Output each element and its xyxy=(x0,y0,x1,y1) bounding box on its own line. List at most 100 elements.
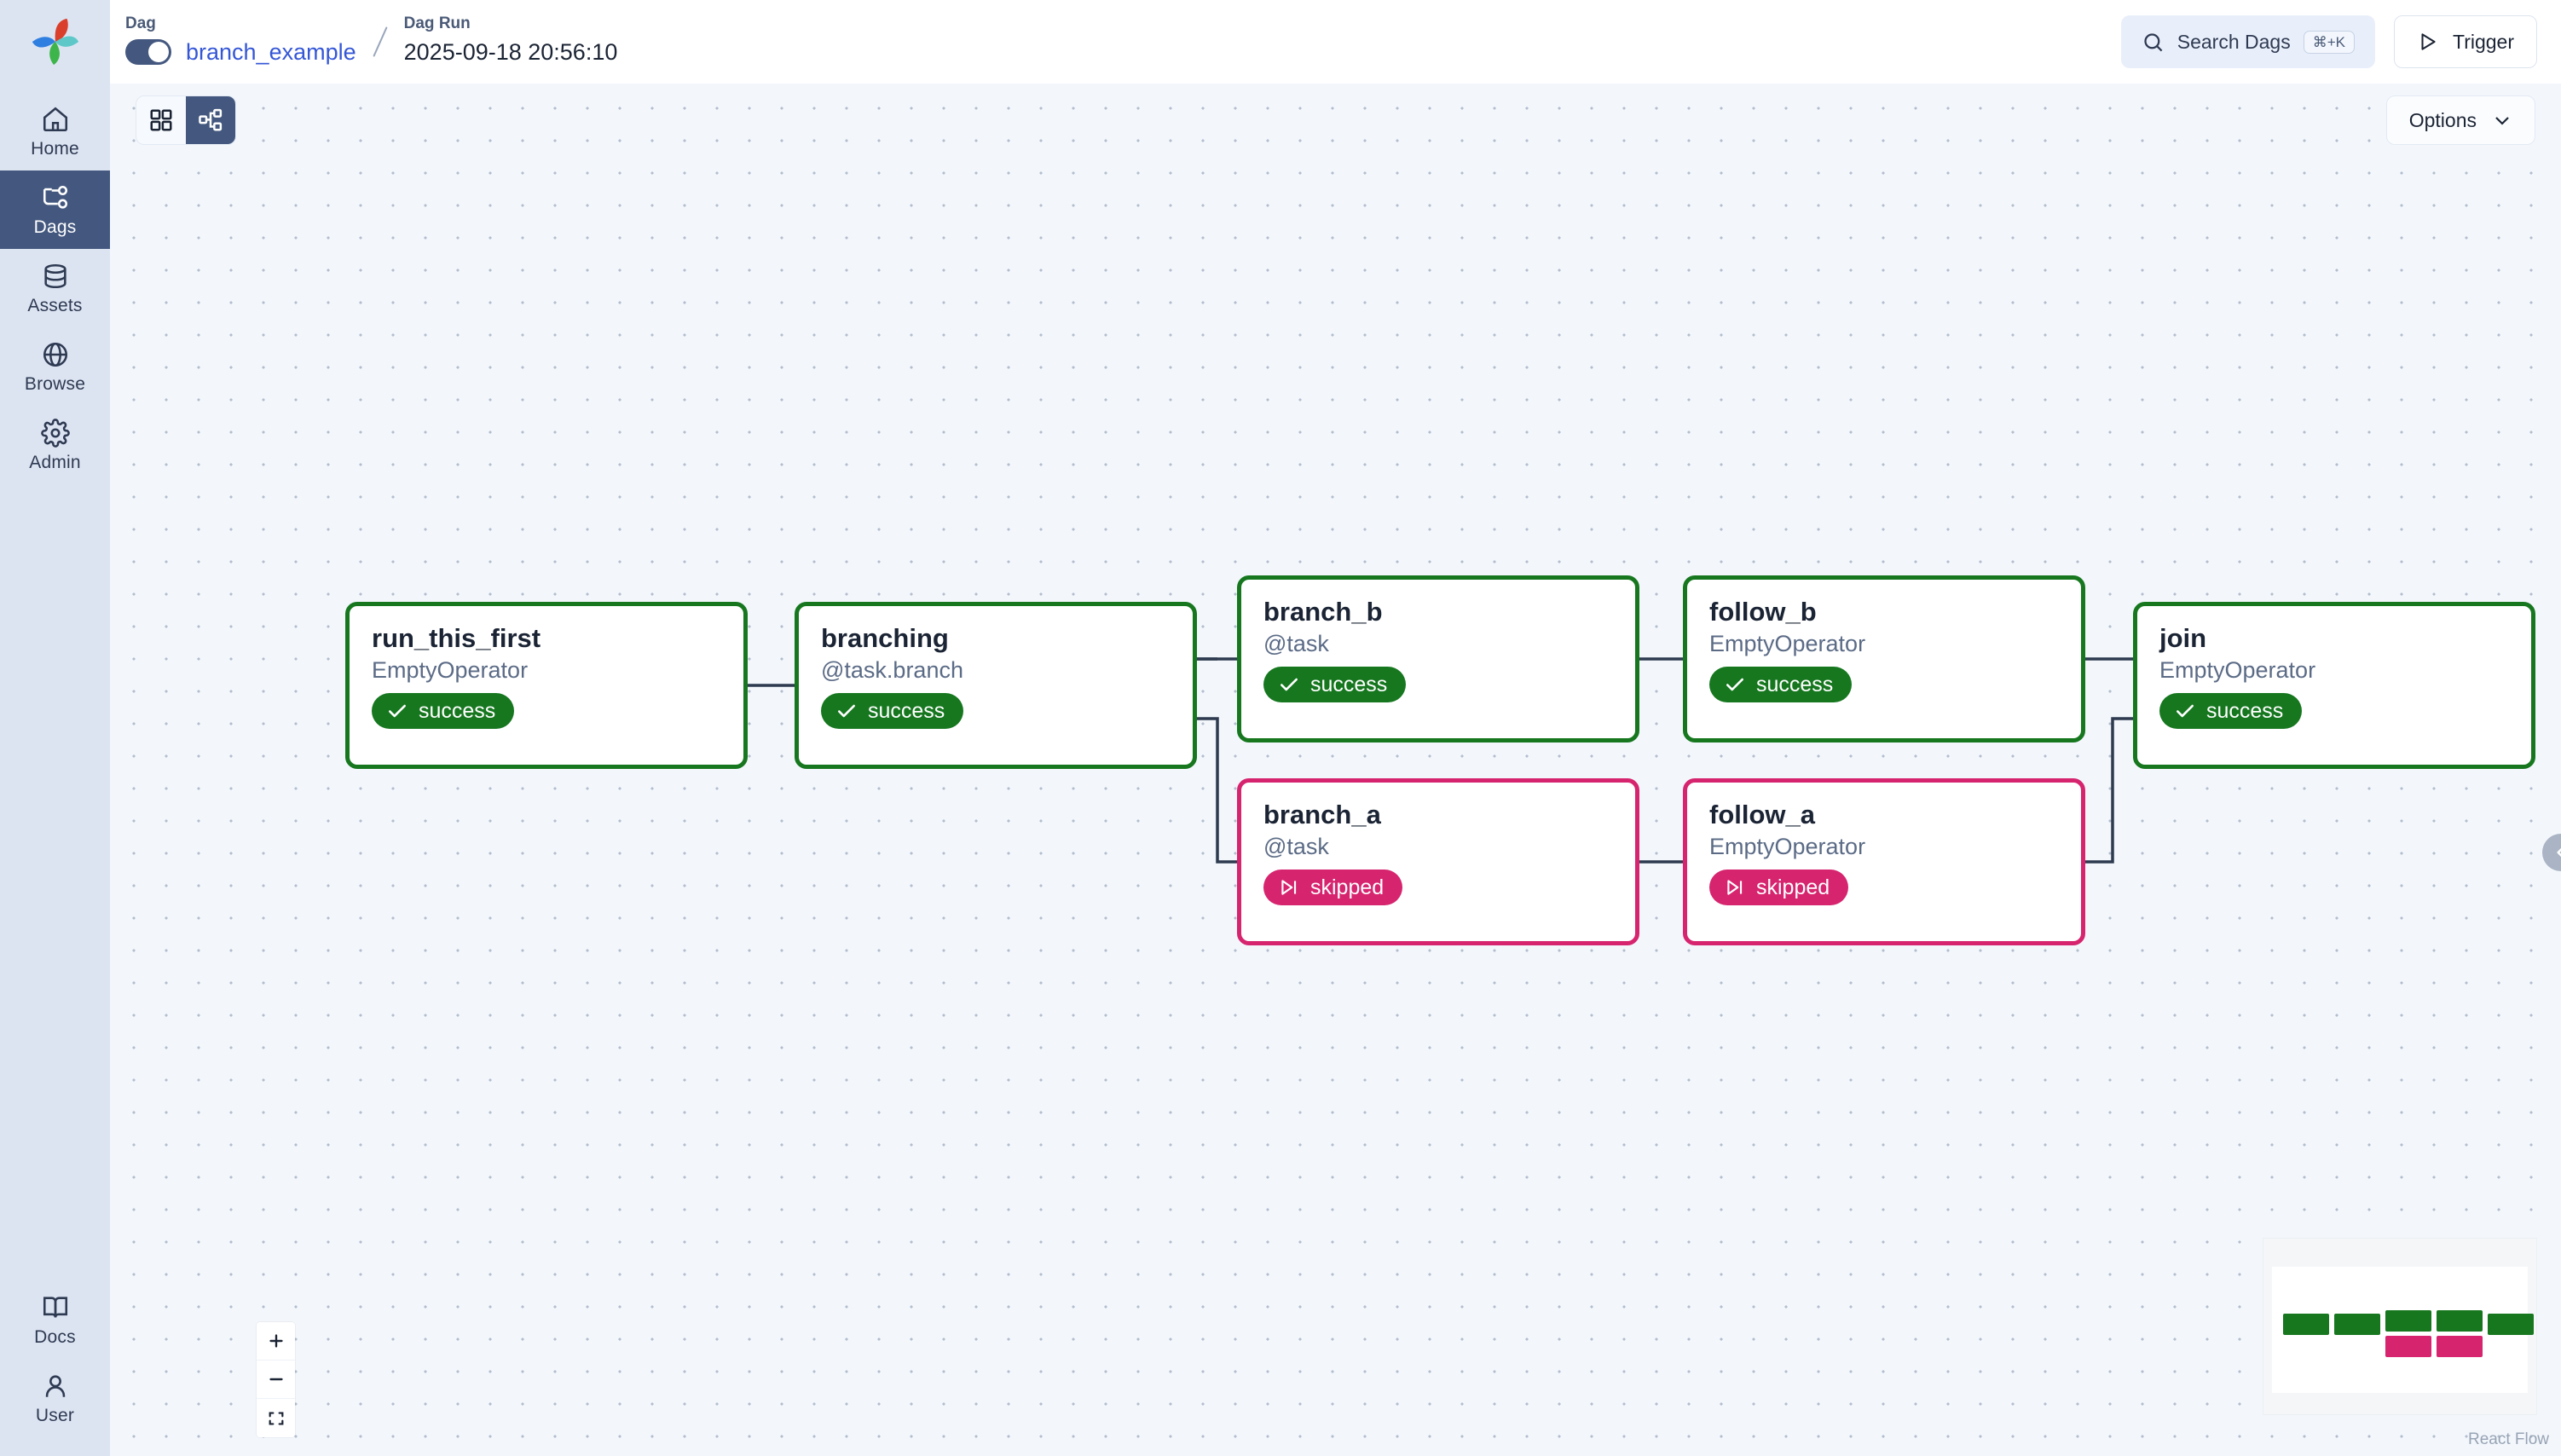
dag-icon xyxy=(43,185,67,209)
node-title: follow_b xyxy=(1709,597,1817,627)
sidebar: Home Dags Assets Browse xyxy=(0,0,110,1456)
sidebar-item-browse-label: Browse xyxy=(24,374,86,394)
check-icon xyxy=(1726,678,1743,691)
graph-minimap[interactable] xyxy=(2263,1238,2537,1415)
user-icon xyxy=(45,1375,65,1397)
sidebar-item-admin-label: Admin xyxy=(29,453,81,472)
edge-branching-branch_a xyxy=(1197,717,1237,864)
node-operator: EmptyOperator xyxy=(1709,630,1866,656)
gear-icon xyxy=(40,419,70,448)
check-icon xyxy=(2177,704,2194,718)
dag-pause-toggle[interactable] xyxy=(125,39,171,65)
sidebar-item-user[interactable]: User xyxy=(0,1359,110,1437)
node-title: follow_a xyxy=(1709,800,1816,829)
graph-node-branch_b[interactable]: branch_b @task success xyxy=(1237,575,1639,742)
status-badge: success xyxy=(372,693,515,730)
page-header: Dag branch_example Dag Run 2025-09-18 20… xyxy=(110,0,2561,84)
status-badge: success xyxy=(1709,667,1853,703)
grid-view-icon xyxy=(150,109,172,131)
database-icon xyxy=(43,263,66,289)
dagrun-timestamp: 2025-09-18 20:56:10 xyxy=(403,38,618,65)
play-icon xyxy=(2421,33,2436,50)
check-icon xyxy=(838,704,855,718)
chevron-left-icon xyxy=(2557,847,2561,858)
dag-name-link[interactable]: branch_example xyxy=(186,38,356,65)
minimap-node xyxy=(2437,1310,2483,1332)
minimap-node xyxy=(2488,1314,2534,1335)
node-operator: @task xyxy=(1263,630,1329,656)
react-flow-credit: React Flow xyxy=(2467,1430,2549,1448)
check-icon xyxy=(1280,678,1298,691)
status-badge-label: success xyxy=(868,698,945,723)
sidebar-item-browse[interactable]: Browse xyxy=(0,327,110,406)
search-shortcut-badge: ⌘+K xyxy=(2303,30,2355,54)
plus-icon xyxy=(269,1334,283,1348)
graph-canvas[interactable]: Options xyxy=(110,84,2561,1456)
sidebar-item-assets[interactable]: Assets xyxy=(0,249,110,327)
breadcrumb-dag-label: Dag xyxy=(125,14,156,32)
graph-node-branch_a[interactable]: branch_a @task skipped xyxy=(1237,778,1639,945)
breadcrumb-dagrun: Dag Run 2025-09-18 20:56:10 xyxy=(404,15,618,68)
graph-node-follow_a[interactable]: follow_a EmptyOperator skipped xyxy=(1683,778,2085,945)
zoom-controls xyxy=(257,1322,295,1437)
node-title: branch_b xyxy=(1263,597,1383,627)
breadcrumb: Dag branch_example Dag Run 2025-09-18 20… xyxy=(125,15,617,68)
status-badge-label: success xyxy=(1756,672,1834,696)
sidebar-item-home[interactable]: Home xyxy=(0,92,110,170)
node-operator: EmptyOperator xyxy=(372,656,529,683)
node-title: branch_a xyxy=(1263,800,1381,829)
node-title: run_this_first xyxy=(372,623,541,653)
node-title: branching xyxy=(821,623,949,653)
status-badge: skipped xyxy=(1263,870,1403,906)
minimap-node xyxy=(2385,1310,2431,1332)
graph-node-follow_b[interactable]: follow_b EmptyOperator success xyxy=(1683,575,2085,742)
status-badge: success xyxy=(2159,693,2303,730)
canvas-dot-grid xyxy=(110,84,2561,1456)
view-toggle-group xyxy=(136,95,236,145)
sidebar-item-admin[interactable]: Admin xyxy=(0,406,110,484)
trigger-label: Trigger xyxy=(2453,30,2514,53)
graph-node-join[interactable]: join EmptyOperator success xyxy=(2133,602,2535,769)
node-operator: EmptyOperator xyxy=(2159,656,2316,683)
skip-forward-icon xyxy=(1281,880,1297,895)
panel-collapse-handle[interactable] xyxy=(2542,834,2561,871)
zoom-out-button[interactable] xyxy=(257,1361,295,1399)
zoom-in-button[interactable] xyxy=(257,1322,295,1361)
graph-view-button[interactable] xyxy=(186,96,235,144)
check-icon xyxy=(389,704,406,718)
minimap-node xyxy=(2334,1314,2380,1335)
search-dags-button[interactable]: Search Dags ⌘+K xyxy=(2120,15,2375,68)
graph-toolbar: Options xyxy=(136,95,2535,145)
minimap-node xyxy=(2437,1336,2483,1357)
node-operator: @task.branch xyxy=(821,656,963,683)
grid-view-button[interactable] xyxy=(136,96,186,144)
node-title: join xyxy=(2159,623,2207,653)
minus-icon xyxy=(269,1378,283,1381)
skip-forward-icon xyxy=(1727,880,1743,895)
graph-node-branching[interactable]: branching @task.branch success xyxy=(795,602,1197,769)
breadcrumb-dagrun-label: Dag Run xyxy=(403,14,471,32)
sidebar-nav-bottom: Docs User xyxy=(0,1280,110,1456)
sidebar-item-docs-label: Docs xyxy=(34,1327,76,1347)
graph-edges xyxy=(748,657,2133,864)
fit-view-button[interactable] xyxy=(257,1399,295,1437)
search-dags-label: Search Dags xyxy=(2177,30,2291,53)
sidebar-item-dags[interactable]: Dags xyxy=(0,170,110,249)
minimap-node xyxy=(2283,1314,2329,1335)
options-label: Options xyxy=(2408,108,2477,131)
sidebar-nav-top: Home Dags Assets Browse xyxy=(0,92,110,484)
sidebar-item-home-label: Home xyxy=(31,139,79,159)
trigger-button[interactable]: Trigger xyxy=(2394,15,2537,68)
options-button[interactable]: Options xyxy=(2385,95,2535,145)
minimap-node xyxy=(2385,1336,2431,1357)
graph-view-icon xyxy=(199,108,223,131)
sidebar-item-docs[interactable]: Docs xyxy=(0,1280,110,1359)
book-icon xyxy=(43,1297,67,1318)
flow-graph: run_this_first EmptyOperator success bra… xyxy=(110,84,2561,1456)
graph-node-run_this_first[interactable]: run_this_first EmptyOperator success xyxy=(345,602,748,769)
node-operator: EmptyOperator xyxy=(1709,833,1866,859)
app-logo[interactable] xyxy=(0,0,110,84)
breadcrumb-dag: Dag branch_example xyxy=(125,15,356,68)
status-badge: success xyxy=(1263,667,1407,703)
